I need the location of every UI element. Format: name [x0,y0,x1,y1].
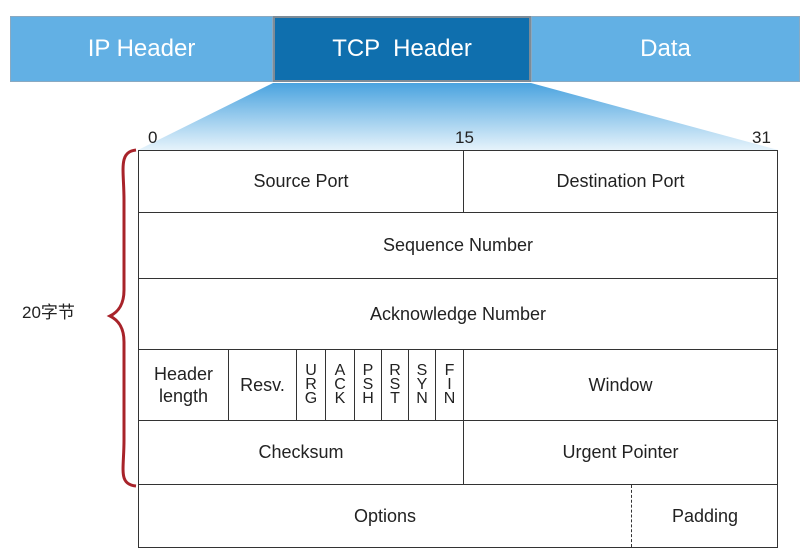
urg-letter: U [305,362,317,379]
header-length-line1: Header [153,364,214,384]
urg-letter: R [305,376,317,393]
ip-header-label: IP Header [87,35,196,62]
fin-letter: I [447,376,452,393]
rst-letter: R [389,362,401,379]
psh-flag-field: P S H [354,349,382,421]
psh-letter: P [362,362,374,379]
data-label: Data [640,35,691,62]
acknowledge-number-label: Acknowledge Number [369,303,547,324]
ack-letter: C [334,376,346,393]
fin-letter: F [444,362,455,379]
bit-31-label: 31 [752,128,771,147]
tcp-header-label: TCP Header [332,35,472,62]
syn-letter: Y [416,376,428,393]
checksum-field: Checksum [138,420,464,485]
header-length-field: Header length [138,349,229,421]
ack-flag-field: A C K [325,349,355,421]
sequence-number-label: Sequence Number [382,235,534,255]
padding-field: Padding [632,484,778,548]
tcp-header-segment: TCP Header [273,16,531,82]
options-padding-divider [631,485,632,547]
reserved-field: Resv. [228,349,297,421]
acknowledge-number-field: Acknowledge Number [138,278,778,350]
urgent-pointer-field: Urgent Pointer [463,420,778,485]
psh-letter: S [362,376,374,393]
reserved-label: Resv. [240,374,285,395]
syn-letter: S [416,362,428,379]
window-field: Window [463,349,778,421]
destination-port-label: Destination Port [556,171,685,191]
size-label: 20字节 [22,303,75,322]
checksum-label: Checksum [258,442,344,462]
size-brace-icon [106,148,137,488]
urg-letter: G [304,390,318,407]
padding-label: Padding [671,505,739,526]
source-port-field: Source Port [138,150,464,213]
options-field: Options [138,484,632,548]
window-label: Window [588,374,653,395]
destination-port-field: Destination Port [463,150,778,213]
urgent-pointer-label: Urgent Pointer [562,442,679,462]
ip-header-segment: IP Header [10,16,273,82]
bit-0-label: 0 [148,128,158,147]
ack-letter: K [334,390,346,407]
bit-15-label: 15 [455,128,474,147]
sequence-number-field: Sequence Number [138,212,778,279]
source-port-label: Source Port [253,171,349,191]
syn-letter: N [416,390,428,407]
psh-letter: H [362,390,374,407]
rst-letter: T [390,390,400,407]
header-length-line2: length [158,386,209,406]
rst-letter: S [389,376,401,393]
rst-flag-field: R S T [381,349,409,421]
data-segment: Data [531,16,800,82]
urg-flag-field: U R G [296,349,326,421]
fin-letter: N [443,390,456,407]
fin-flag-field: F I N [435,349,464,421]
options-row [138,484,778,548]
syn-flag-field: S Y N [408,349,436,421]
options-label: Options [353,505,417,526]
ack-letter: A [334,362,346,379]
